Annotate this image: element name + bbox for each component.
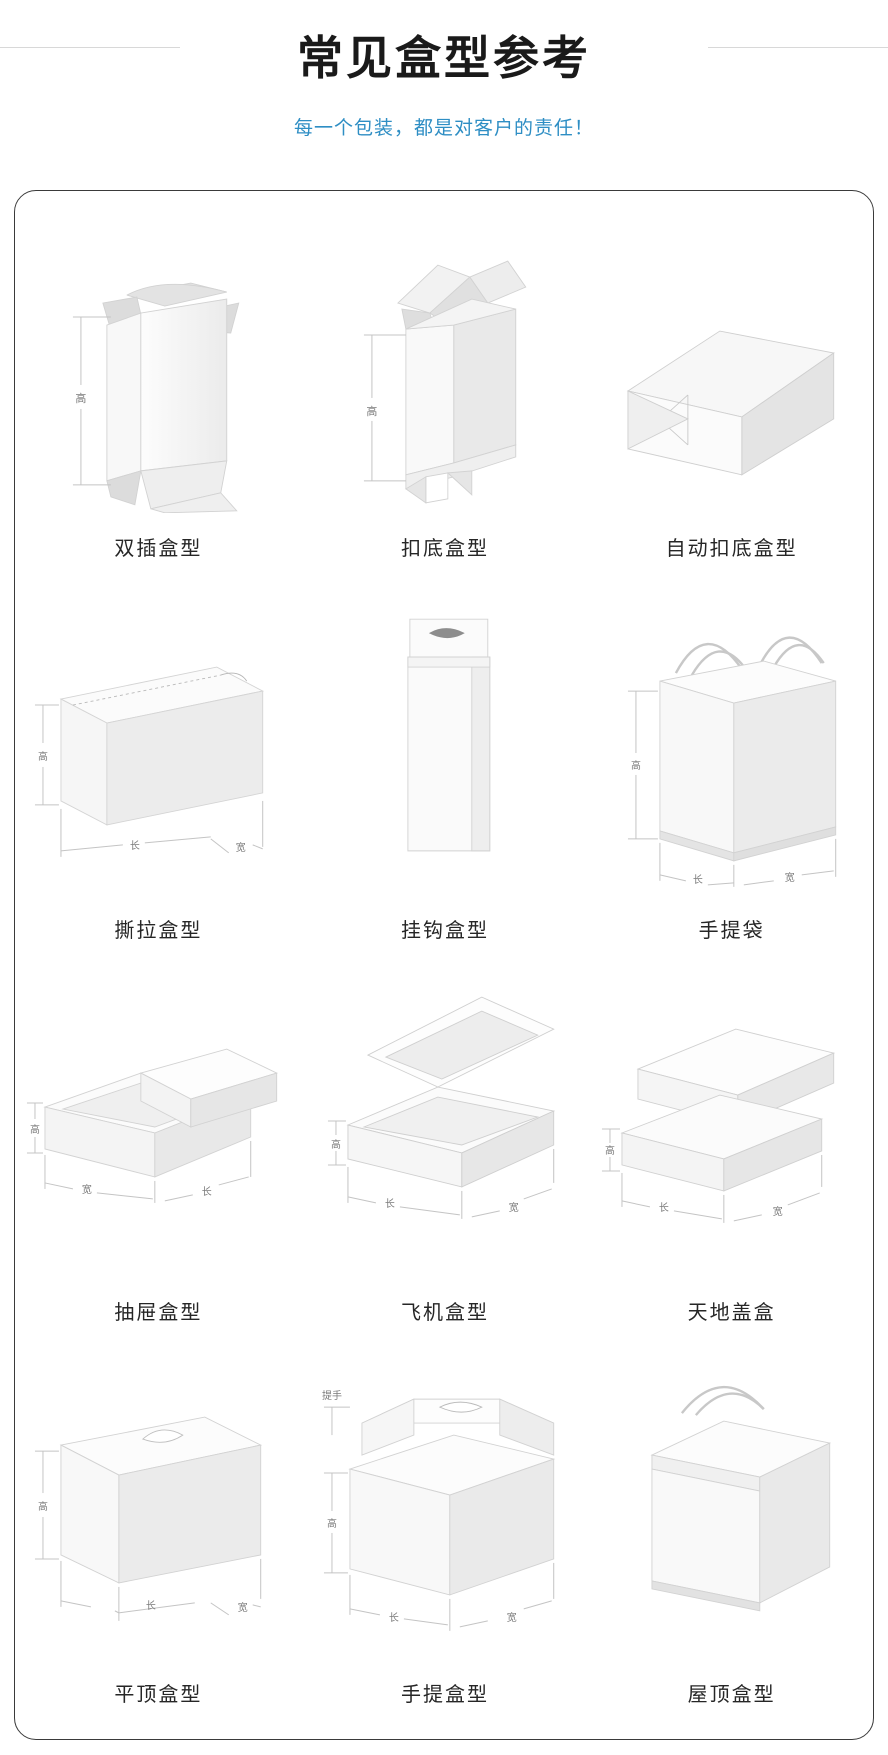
svg-text:长: 长 [202,1186,212,1198]
box-illustration-drawer: 高 宽 长 [15,977,302,1277]
svg-text:长: 长 [659,1202,669,1214]
box-item-4[interactable]: 高 长 宽 撕拉盒型 [15,587,302,969]
svg-text:高: 高 [331,1138,341,1151]
box-illustration-auto-lock-bottom [588,213,875,513]
box-illustration-flat-top-handle: 高 长 宽 [15,1359,302,1659]
page-header: 常见盒型参考 每一个包装，都是对客户的责任！ [0,0,888,170]
box-item-5[interactable]: 挂钩盒型 [302,587,589,969]
box-types-grid: 高 双插盒型 [15,205,875,1733]
svg-text:高: 高 [327,1517,337,1530]
page-subtitle: 每一个包装，都是对客户的责任！ [293,118,594,139]
svg-text:宽: 宽 [773,1205,783,1218]
svg-text:宽: 宽 [785,871,795,884]
svg-text:提手: 提手 [322,1389,342,1402]
box-illustration-lid-base: 高 长 宽 [588,977,875,1277]
box-item-1[interactable]: 高 双插盒型 [15,205,302,587]
box-item-label: 天地盖盒 [687,1302,776,1324]
title-row: 常见盒型参考 [0,22,888,94]
svg-text:长: 长 [146,1600,156,1612]
box-illustration-shopping-bag: 高 长 宽 [588,595,875,895]
svg-text:宽: 宽 [508,1201,518,1214]
svg-text:长: 长 [385,1198,395,1210]
header-divider-left [0,47,180,48]
box-illustration-lock-bottom: 高 [302,213,589,513]
box-illustration-roof-top [588,1359,875,1659]
box-item-label: 扣底盒型 [400,538,489,560]
box-item-label: 平顶盒型 [114,1684,203,1706]
box-item-2[interactable]: 高 扣底盒型 [302,205,589,587]
box-illustration-tear-strip: 高 长 宽 [15,595,302,895]
box-illustration-double-tuck: 高 [15,213,302,513]
svg-text:宽: 宽 [82,1183,92,1196]
svg-text:长: 长 [130,840,140,852]
svg-text:长: 长 [693,874,703,886]
svg-text:高: 高 [366,404,377,418]
box-item-label: 手提盒型 [400,1684,489,1706]
box-types-card: 高 双插盒型 [14,190,874,1740]
svg-text:宽: 宽 [236,841,246,854]
box-item-3[interactable]: 自动扣底盒型 [588,205,875,587]
box-illustration-handle-box: 提手 高 长 [302,1359,589,1659]
box-item-label: 撕拉盒型 [114,920,203,942]
svg-text:宽: 宽 [506,1611,516,1624]
box-item-label: 抽屉盒型 [114,1302,203,1324]
svg-text:高: 高 [30,1123,40,1136]
svg-text:高: 高 [38,750,48,763]
svg-text:高: 高 [38,1500,48,1513]
box-item-label: 挂钩盒型 [400,920,489,942]
box-item-10[interactable]: 高 长 宽 [15,1351,302,1733]
svg-text:高: 高 [631,759,641,772]
box-item-6[interactable]: 高 长 宽 [588,587,875,969]
svg-text:长: 长 [389,1612,399,1624]
box-item-11[interactable]: 提手 高 长 [302,1351,589,1733]
svg-text:高: 高 [75,391,86,405]
box-item-9[interactable]: 高 长 宽 [588,969,875,1351]
box-item-12[interactable]: 屋顶盒型 [588,1351,875,1733]
box-item-label: 自动扣底盒型 [665,538,798,560]
box-item-8[interactable]: 高 长 宽 [302,969,589,1351]
box-item-label: 手提袋 [698,920,765,942]
box-illustration-mailer: 高 长 宽 [302,977,589,1277]
box-illustration-hook-hang [302,595,589,895]
svg-text:高: 高 [605,1144,615,1157]
box-item-7[interactable]: 高 宽 长 [15,969,302,1351]
page-title: 常见盒型参考 [297,32,591,84]
box-item-label: 飞机盒型 [400,1302,489,1324]
box-item-label: 屋顶盒型 [687,1684,776,1706]
svg-text:宽: 宽 [238,1601,248,1614]
header-divider-right [708,47,888,48]
box-item-label: 双插盒型 [114,538,203,560]
